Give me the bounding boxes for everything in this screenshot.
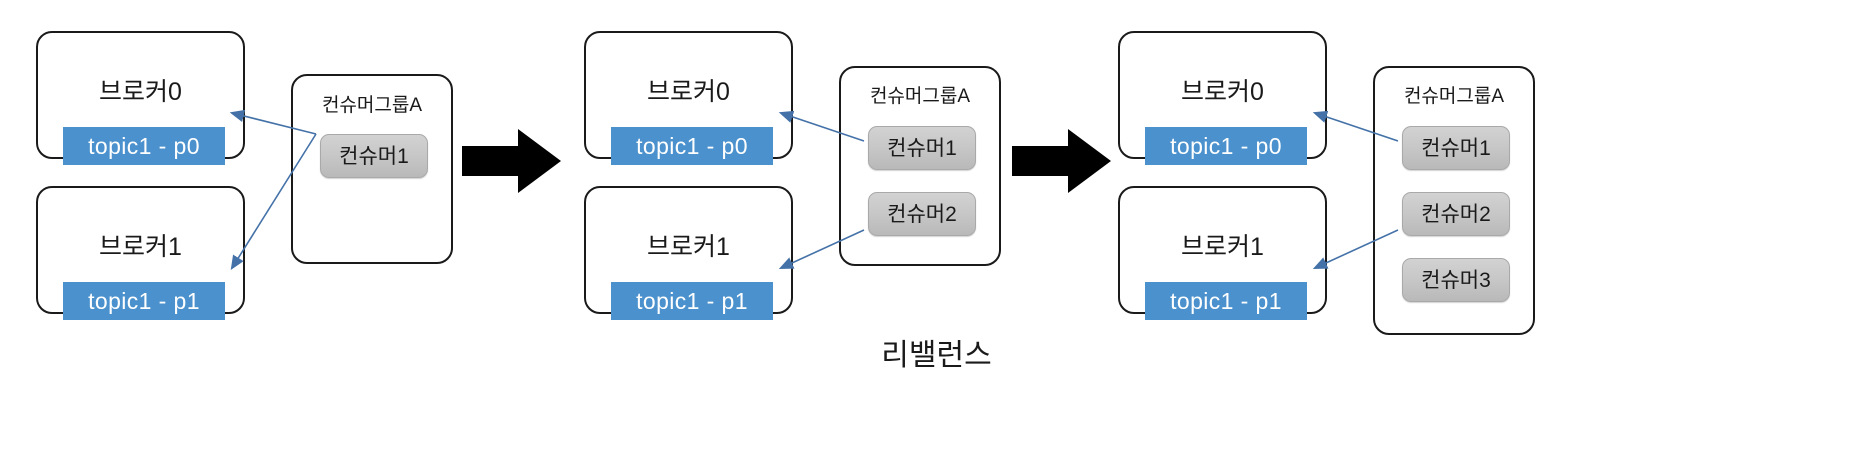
partition-chip: topic1 - p1 xyxy=(1145,282,1307,320)
broker-card: 브로커0 topic1 - p0 xyxy=(36,31,245,165)
broker-title: 브로커1 xyxy=(99,233,182,261)
diagram-caption: 리밸런스 xyxy=(881,339,992,372)
consumer-group-title: 컨슈머그룹A xyxy=(1403,86,1505,107)
consumer-chip[interactable]: 컨슈머1 xyxy=(1402,126,1510,170)
broker-card: 브로커0 topic1 - p0 xyxy=(1118,31,1327,165)
broker-card: 브로커1 topic1 - p1 xyxy=(1118,186,1327,320)
partition-chip: topic1 - p0 xyxy=(63,127,225,165)
transition-arrow-1 xyxy=(462,129,561,193)
transition-arrow-2 xyxy=(1012,129,1111,193)
partition-chip: topic1 - p1 xyxy=(63,282,225,320)
consumer-group-title: 컨슈머그룹A xyxy=(321,95,423,116)
partition-chip: topic1 - p0 xyxy=(611,127,773,165)
broker-card: 브로커1 topic1 - p1 xyxy=(584,186,793,320)
broker-title: 브로커0 xyxy=(1181,78,1264,106)
right-block-arrow-icon xyxy=(1012,129,1111,193)
partition-chip: topic1 - p1 xyxy=(611,282,773,320)
consumer-group-card: 컨슈머그룹A 컨슈머1 컨슈머2 xyxy=(839,66,1001,266)
broker-title: 브로커0 xyxy=(99,78,182,106)
consumer-chip[interactable]: 컨슈머3 xyxy=(1402,258,1510,302)
consumer-chip[interactable]: 컨슈머1 xyxy=(868,126,976,170)
consumer-chip[interactable]: 컨슈머2 xyxy=(1402,192,1510,236)
broker-title: 브로커1 xyxy=(647,233,730,261)
consumer-group-card: 컨슈머그룹A 컨슈머1 컨슈머2 컨슈머3 xyxy=(1373,66,1535,335)
broker-title: 브로커0 xyxy=(647,78,730,106)
consumer-chip[interactable]: 컨슈머2 xyxy=(868,192,976,236)
consumer-group-card: 컨슈머그룹A 컨슈머1 xyxy=(291,74,453,264)
consumer-chip[interactable]: 컨슈머1 xyxy=(320,134,428,178)
broker-card: 브로커0 topic1 - p0 xyxy=(584,31,793,165)
broker-card: 브로커1 topic1 - p1 xyxy=(36,186,245,320)
right-block-arrow-icon xyxy=(462,129,561,193)
broker-title: 브로커1 xyxy=(1181,233,1264,261)
partition-chip: topic1 - p0 xyxy=(1145,127,1307,165)
consumer-group-title: 컨슈머그룹A xyxy=(869,86,971,107)
